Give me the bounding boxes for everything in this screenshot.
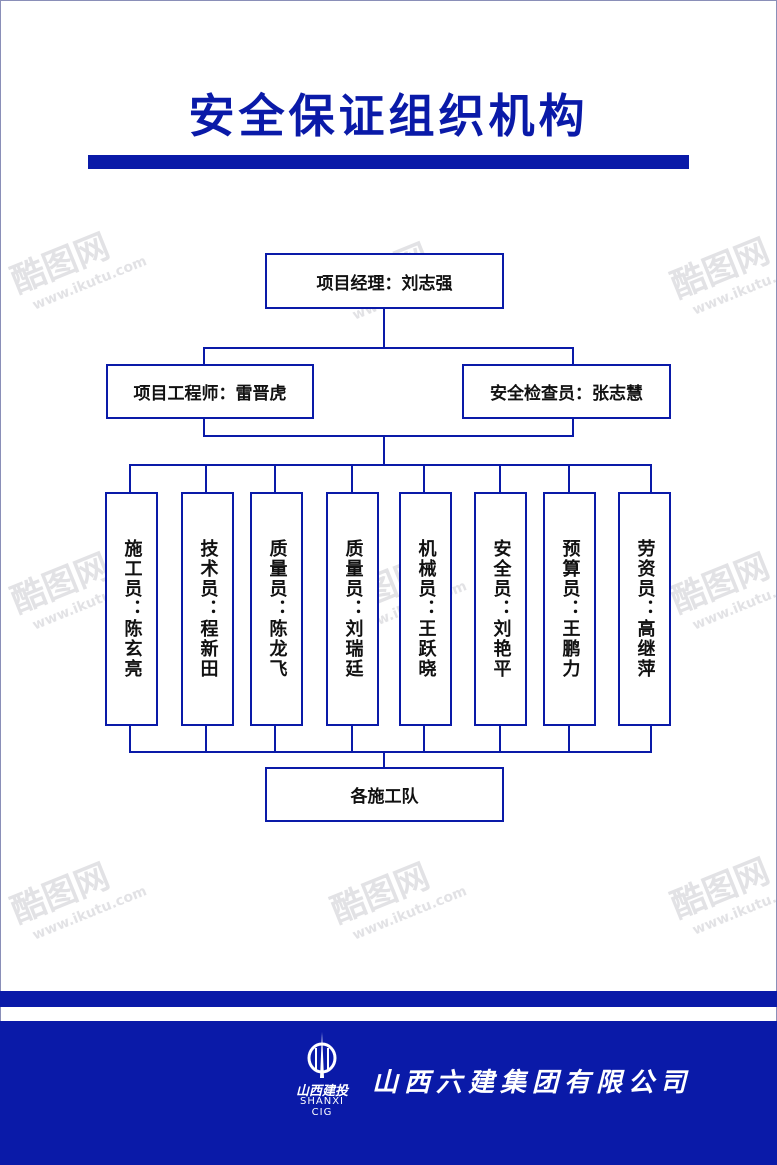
connector [499,464,501,494]
staff-box-safety: 安全员：刘艳平 [474,492,527,726]
company-logo: 山西建投 SHANXI CIG [288,1030,356,1118]
connector [568,464,570,494]
connector [423,724,425,752]
connector [129,464,131,494]
project-manager-box: 项目经理：刘志强 [265,253,504,309]
footer-stripe [0,991,777,1007]
company-name: 山西六建集团有限公司 [372,1068,693,1098]
connector [568,724,570,752]
connector [383,751,385,767]
staff-box-construction: 施工员：陈玄亮 [105,492,158,726]
staff-box-quality-2: 质量员：刘瑞廷 [326,492,379,726]
connector [351,464,353,494]
connector [351,724,353,752]
connector [650,724,652,752]
connector [423,464,425,494]
staff-label: 技术员：程新田 [197,539,219,679]
connector-top-vertical [383,308,385,348]
connector [499,724,501,752]
connector [274,464,276,494]
connector [383,435,385,466]
staff-label: 质量员：陈龙飞 [266,539,288,679]
staff-label: 质量员：刘瑞廷 [342,539,364,679]
connector [203,418,205,437]
title-underline [88,155,689,169]
connector-staff-lower [129,751,652,753]
connector [274,724,276,752]
construction-teams-label: 各施工队 [350,787,419,807]
connector [572,347,574,365]
project-engineer-box: 项目工程师：雷晋虎 [106,364,314,419]
safety-inspector-label: 安全检查员：张志慧 [490,384,643,404]
page-title: 安全保证组织机构 [188,89,589,143]
logo-emblem-icon [307,1032,337,1078]
safety-inspector-box: 安全检查员：张志慧 [462,364,671,419]
connector [205,724,207,752]
connector-mid-lower [203,435,574,437]
connector [650,464,652,494]
staff-label: 劳资员：高继萍 [634,539,656,679]
logo-english: SHANXI CIG [300,1096,344,1118]
staff-box-budget: 预算员：王鹏力 [543,492,596,726]
staff-label: 预算员：王鹏力 [559,539,581,679]
connector-mid-upper [203,347,574,349]
connector [572,418,574,437]
staff-label: 机械员：王跃晓 [415,539,437,679]
connector [129,724,131,752]
logo-chinese: 山西建投 [295,1084,348,1099]
staff-box-machinery: 机械员：王跃晓 [399,492,452,726]
project-engineer-label: 项目工程师：雷晋虎 [133,384,287,404]
staff-label: 安全员：刘艳平 [490,539,512,679]
staff-box-quality-1: 质量员：陈龙飞 [250,492,303,726]
staff-label: 施工员：陈玄亮 [121,539,143,679]
footer-band [0,1021,777,1165]
connector-staff-upper [129,464,652,466]
connector [205,464,207,494]
construction-teams-box: 各施工队 [265,767,504,822]
project-manager-label: 项目经理：刘志强 [316,273,453,294]
staff-box-technical: 技术员：程新田 [181,492,234,726]
staff-box-labor: 劳资员：高继萍 [618,492,671,726]
connector [203,347,205,365]
